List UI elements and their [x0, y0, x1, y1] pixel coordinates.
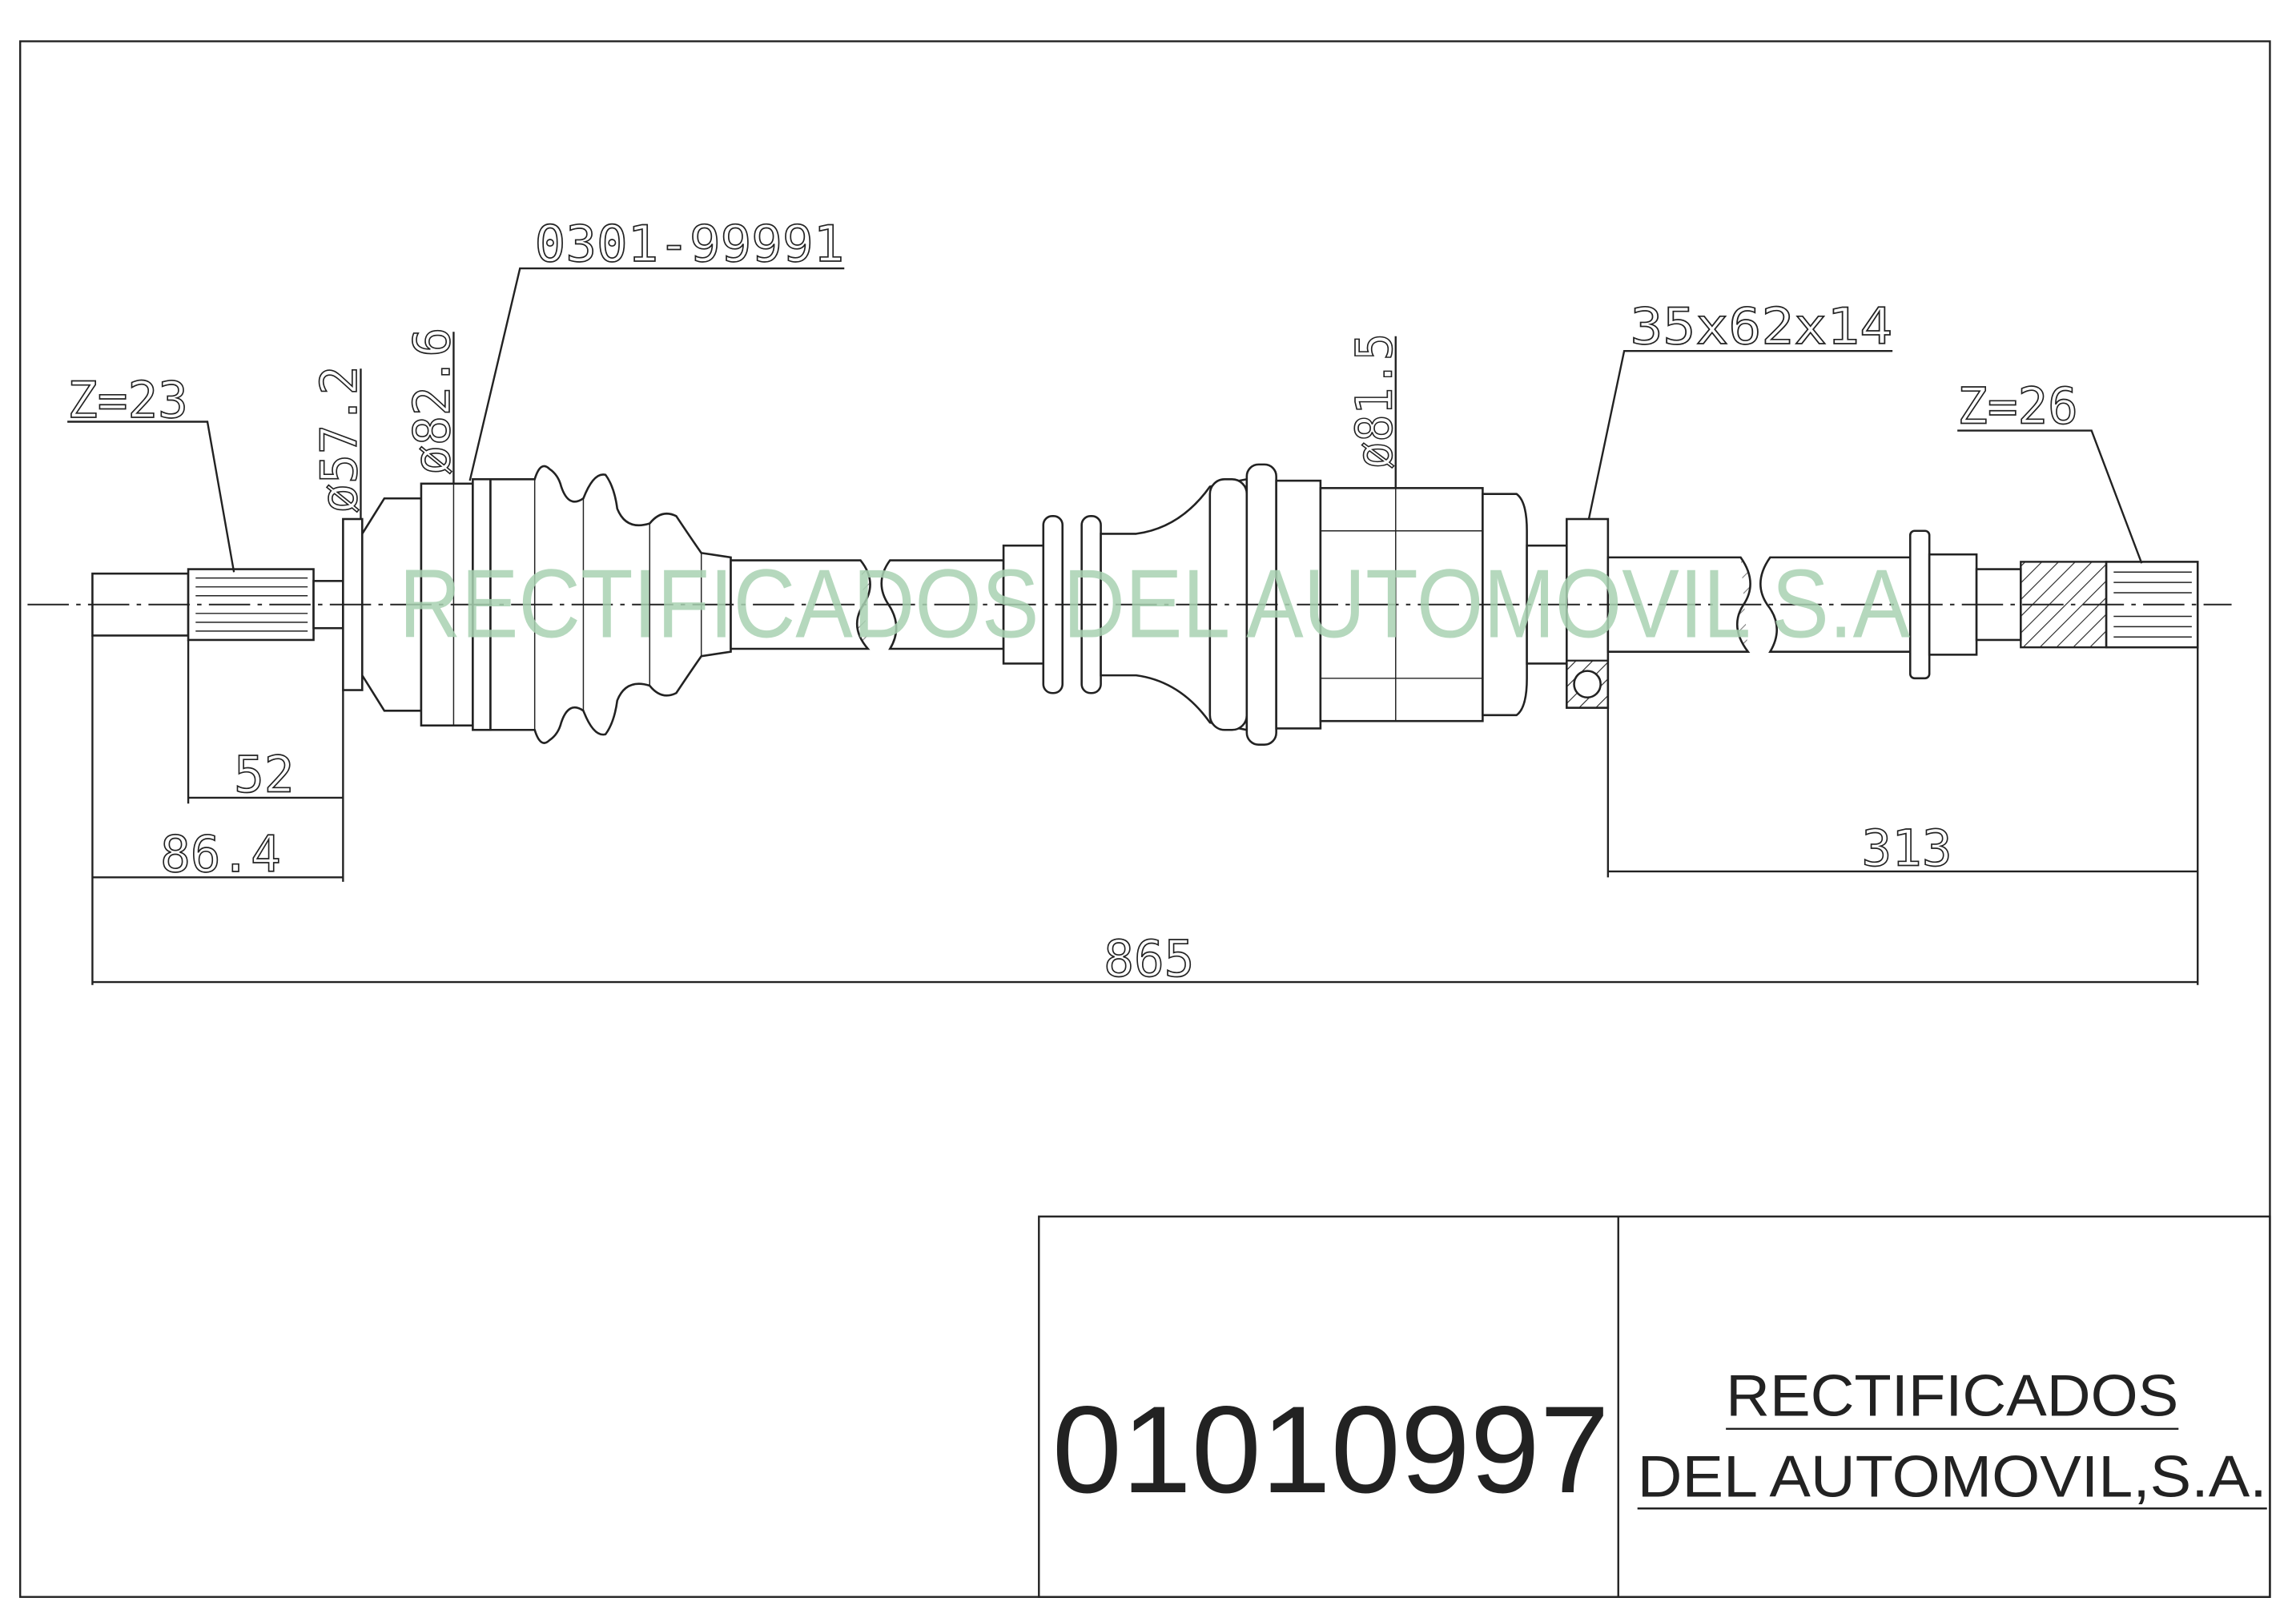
annotations: Z=23 0301-99991 35x62x14 Z=26 ø57.2 ø82.…	[66, 214, 2143, 573]
label-boot-kit: 0301-99991	[535, 215, 845, 273]
label-z26: Z=26	[1957, 376, 2078, 435]
dim-313: 313	[1862, 819, 1952, 878]
left-spline-teeth	[195, 577, 308, 632]
label-z23: Z=23	[67, 371, 188, 429]
company-line-2: DEL AUTOMOVIL,S.A.	[1638, 1443, 2267, 1510]
dim-86-4: 86.4	[160, 825, 281, 883]
dimensions: 52 86.4 313 865	[91, 635, 2199, 989]
drive-shaft	[27, 463, 2232, 746]
watermark: RECTIFICADOS DEL AUTOMOVIL S.A	[399, 549, 1910, 658]
bearing-ball	[1573, 670, 1602, 699]
part-number: 01010997	[1052, 1380, 1610, 1519]
company-line-1: RECTIFICADOS	[1726, 1362, 2178, 1428]
label-dia-82: ø82.6	[403, 328, 461, 475]
label-dia-57: ø57.2	[310, 366, 368, 513]
label-bearing: 35x62x14	[1630, 297, 1892, 356]
label-dia-81: ø81.5	[1345, 333, 1403, 469]
dim-52: 52	[234, 746, 294, 804]
dim-865: 865	[1104, 930, 1194, 988]
title-block: 01010997 RECTIFICADOS DEL AUTOMOVIL,S.A.	[1038, 1215, 2271, 1598]
